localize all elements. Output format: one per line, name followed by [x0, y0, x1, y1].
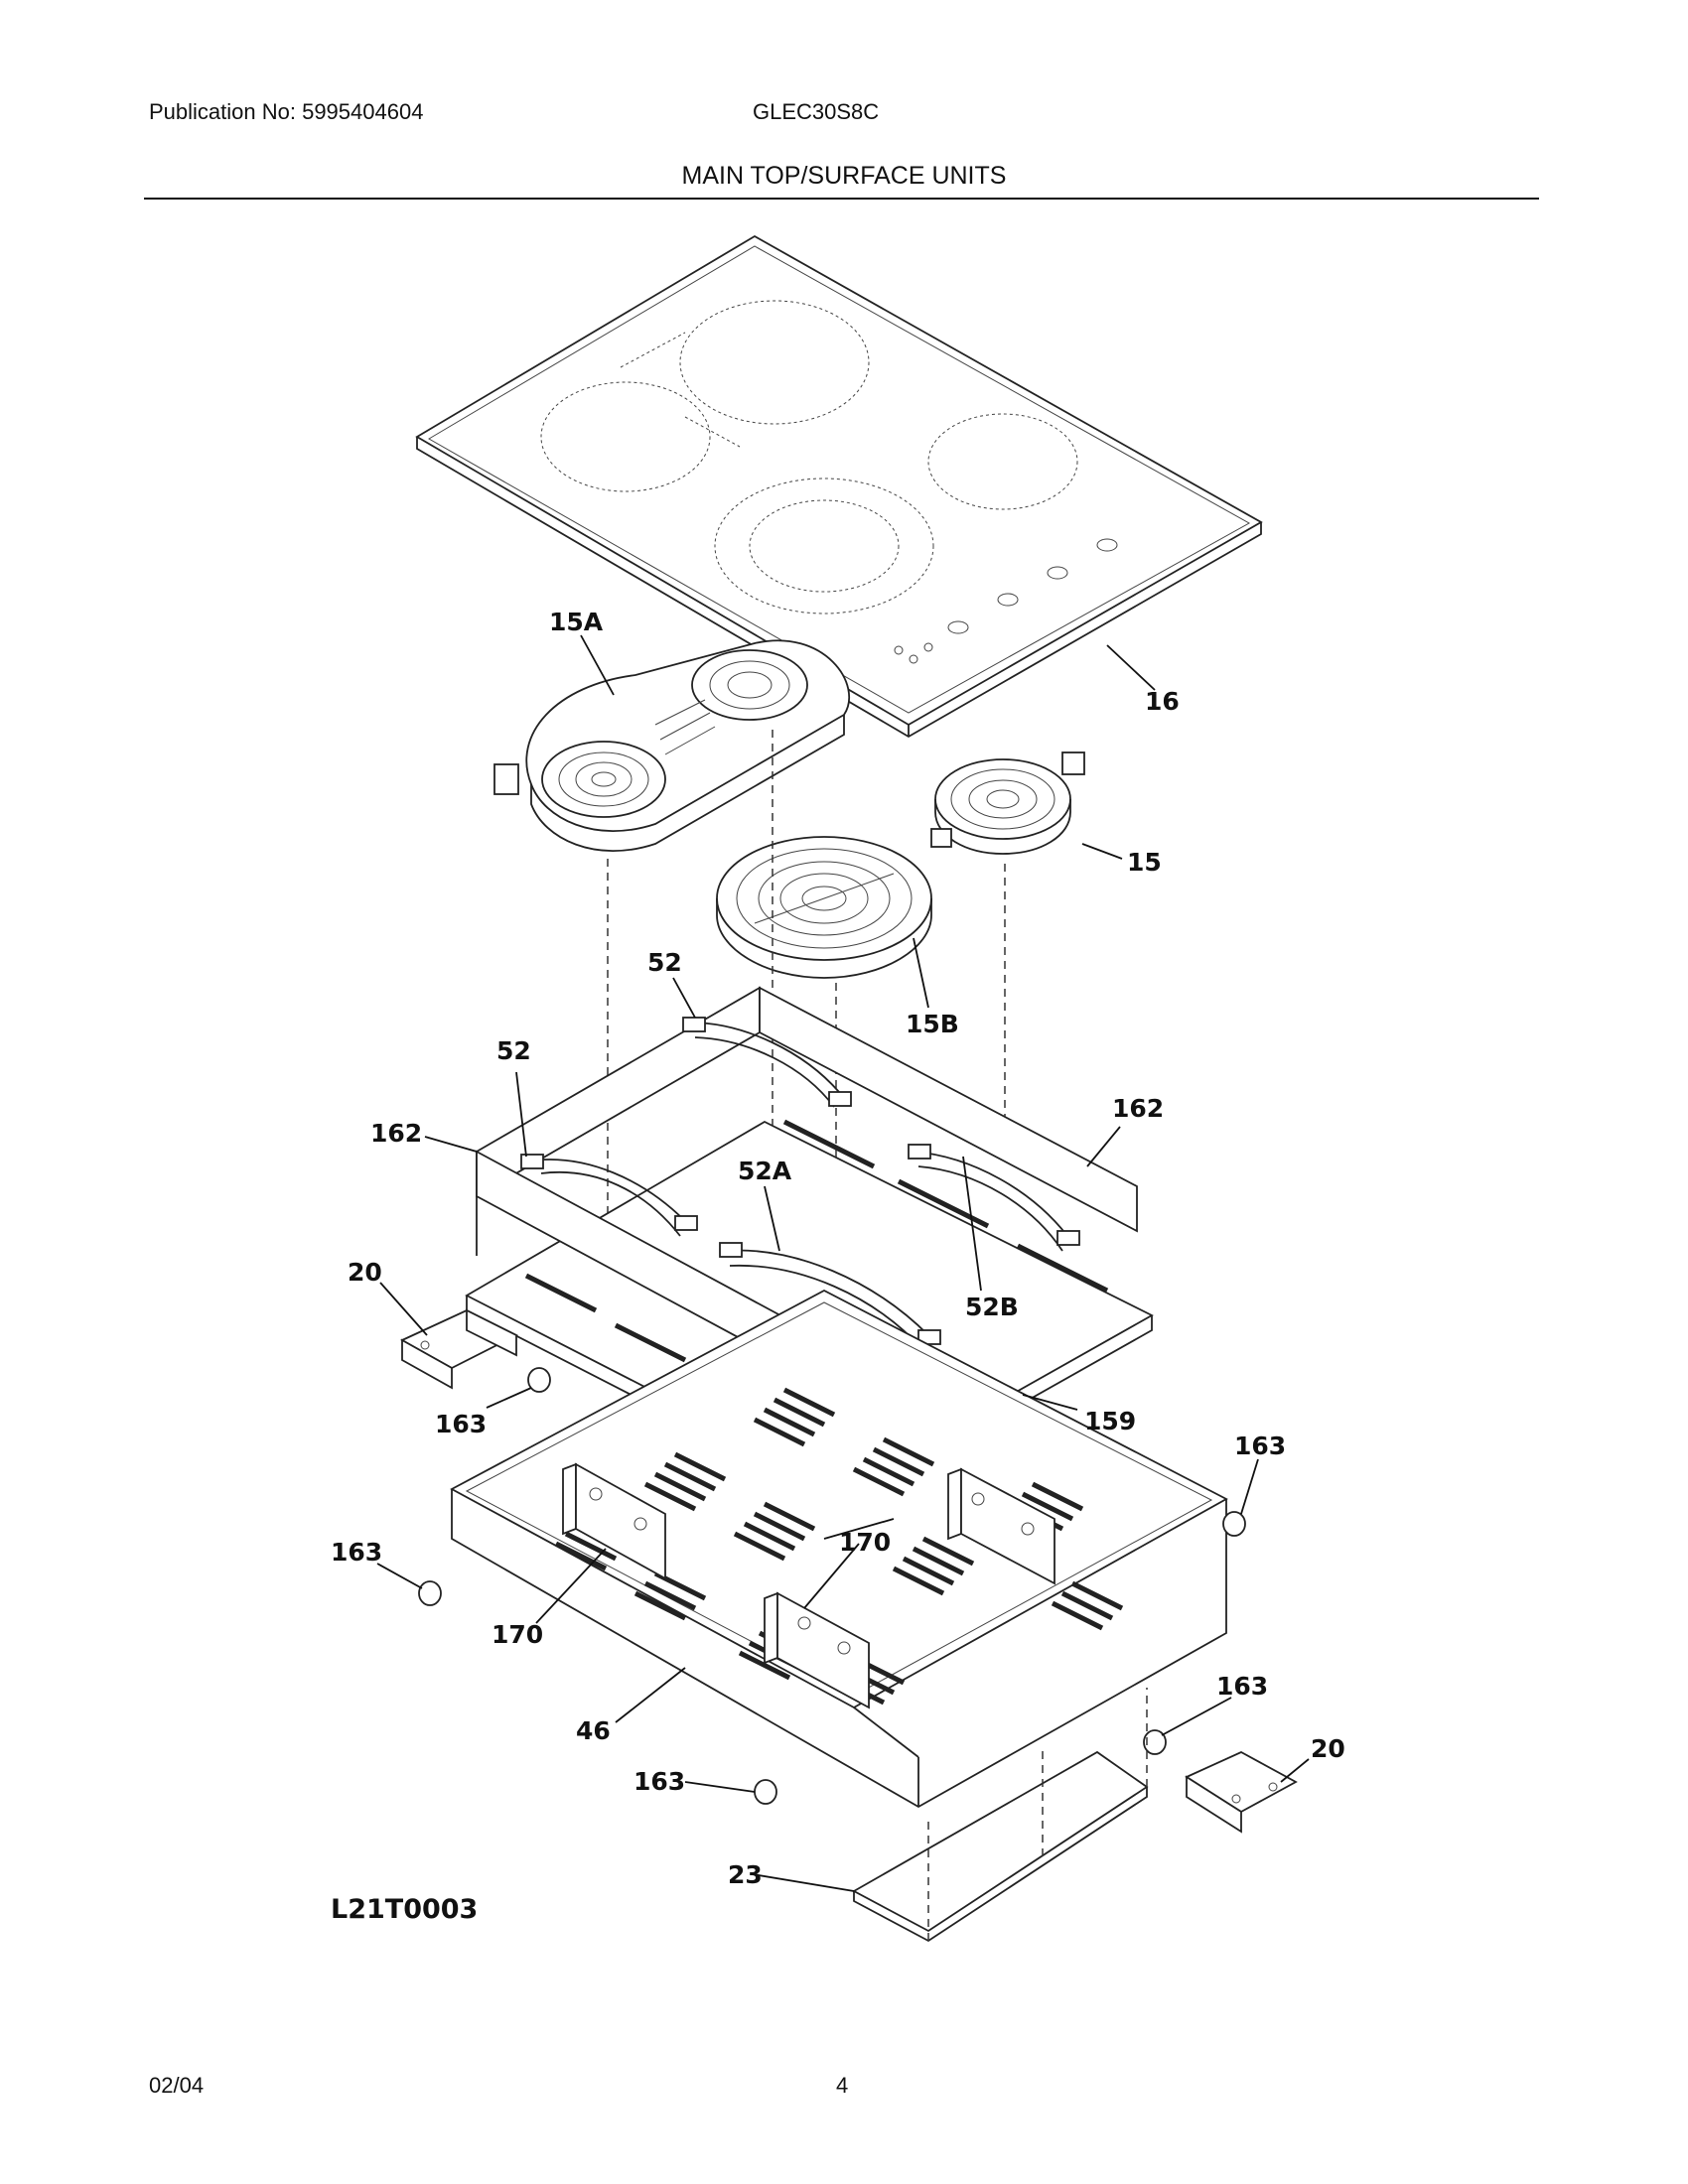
callout-46: 46 — [576, 1716, 611, 1745]
callout-159: 159 — [1084, 1407, 1136, 1435]
callout-163-upper-left: 163 — [435, 1410, 487, 1438]
right-bracket-part — [1185, 1750, 1298, 1834]
callout-15A: 15A — [549, 608, 604, 636]
grommets-part — [418, 1367, 1246, 1805]
callout-20-right: 20 — [1311, 1734, 1345, 1763]
callout-15B: 15B — [906, 1010, 959, 1038]
callout-162-right: 162 — [1112, 1094, 1164, 1123]
callout-52-left: 52 — [496, 1036, 531, 1065]
element-straps-part — [520, 1017, 1080, 1351]
drawing-code: L21T0003 — [331, 1894, 478, 1925]
callout-163-left: 163 — [331, 1538, 382, 1567]
callout-52B: 52B — [965, 1293, 1019, 1321]
callout-52-upper: 52 — [647, 948, 682, 977]
bridge-element-part — [493, 639, 850, 852]
title-rule — [144, 198, 1539, 200]
callout-162-left: 162 — [370, 1119, 422, 1148]
model-number: GLEC30S8C — [753, 99, 880, 124]
callout-15: 15 — [1127, 848, 1162, 877]
callout-170-left: 170 — [492, 1620, 543, 1649]
page-number: 4 — [836, 2073, 849, 2098]
callout-163-lower-right: 163 — [1216, 1672, 1268, 1701]
callout-23: 23 — [728, 1860, 763, 1889]
callout-20-left: 20 — [348, 1258, 382, 1287]
large-element-part — [716, 836, 932, 979]
cooktop-glass-part — [415, 234, 1263, 739]
callout-16: 16 — [1145, 687, 1180, 716]
callout-163-lower: 163 — [633, 1767, 685, 1796]
leader-lines — [376, 634, 1310, 1892]
callout-52A: 52A — [738, 1157, 792, 1185]
publication-date: 02/04 — [149, 2073, 205, 2098]
callout-170-center: 170 — [839, 1528, 891, 1557]
bottom-cover-part — [852, 1688, 1149, 1943]
small-element-part — [930, 751, 1085, 855]
left-bracket-part — [400, 1308, 519, 1390]
publication-number: Publication No: 5995404604 — [149, 99, 424, 124]
base-tray-part — [450, 1289, 1228, 1809]
callout-163-upper-right: 163 — [1234, 1432, 1286, 1460]
page-title: MAIN TOP/SURFACE UNITS — [681, 162, 1007, 190]
